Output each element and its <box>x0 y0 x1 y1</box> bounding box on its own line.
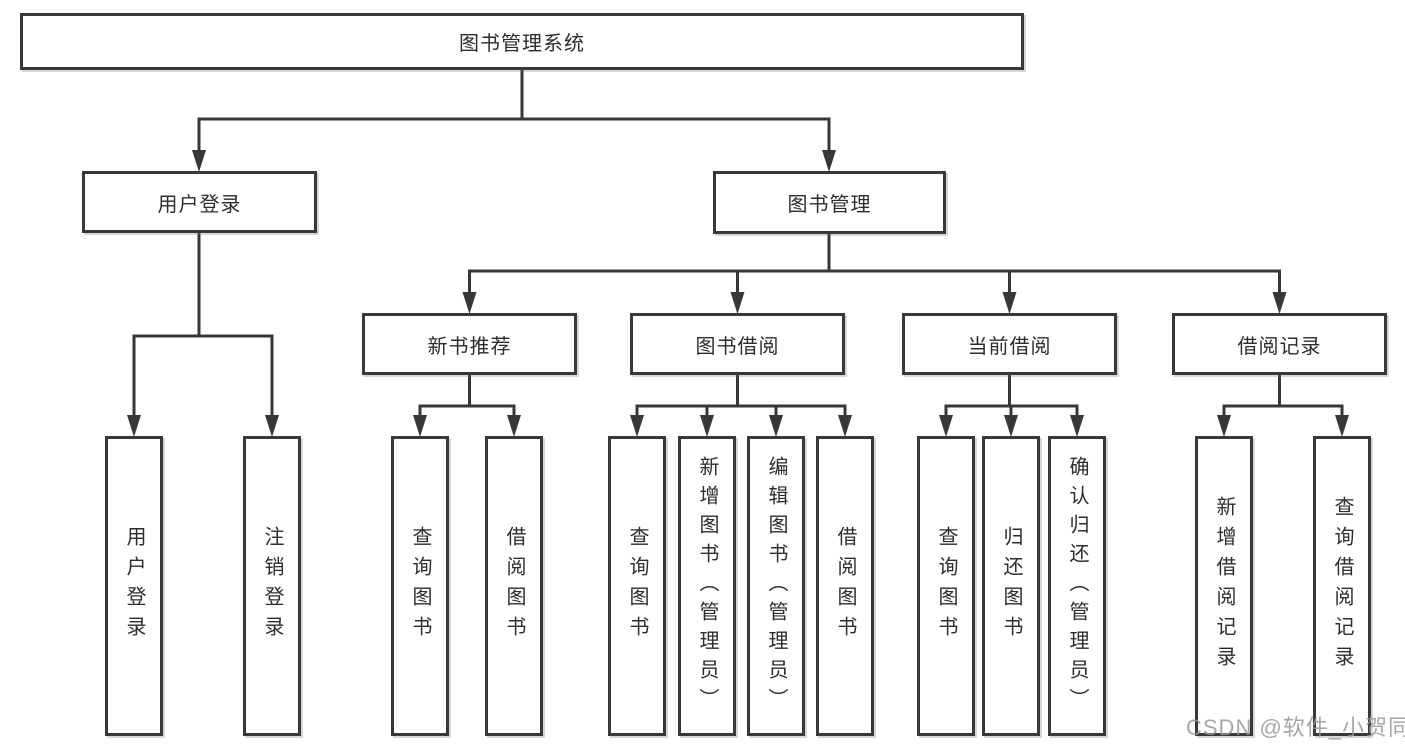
arrow-down-icon <box>1004 415 1018 437</box>
connector-book-management-to-level3 <box>468 232 1281 300</box>
arrow-down-icon <box>462 292 477 314</box>
csdn-watermark: CSDN @软件_小贺同学 <box>1186 715 1405 740</box>
arrow-down-icon <box>838 415 852 437</box>
arrow-down-icon <box>1217 415 1231 437</box>
leaf-query-books-current: 查询图书 <box>917 436 975 736</box>
leaf-add-borrowing-record: 新增借阅记录 <box>1195 436 1253 736</box>
leaf-borrow-books-recommendation: 借阅图书 <box>485 436 543 736</box>
node-book-borrowing: 图书借阅 <box>630 313 845 375</box>
leaf-edit-book-admin: 编辑图书（管理员） <box>747 436 805 736</box>
arrow-down-icon <box>700 415 714 437</box>
arrow-down-icon <box>630 415 644 437</box>
arrow-down-icon <box>1002 292 1017 314</box>
leaf-query-books-borrowing: 查询图书 <box>608 436 666 736</box>
connector-user-login-to-leaves <box>132 231 274 423</box>
arrow-down-icon <box>1070 415 1084 437</box>
leaf-user-login: 用户登录 <box>105 436 163 736</box>
arrow-down-icon <box>413 415 427 437</box>
arrow-down-icon <box>730 292 745 314</box>
connector-new-book-recommendation-to-leaves <box>418 373 516 423</box>
arrow-down-icon <box>1272 292 1287 314</box>
arrow-down-icon <box>822 150 836 172</box>
connector-borrowing-records-to-leaves <box>1222 373 1344 423</box>
leaf-query-books-recommendation: 查询图书 <box>391 436 449 736</box>
node-borrowing-records: 借阅记录 <box>1172 313 1387 375</box>
leaf-return-book: 归还图书 <box>982 436 1040 736</box>
connector-root-to-level2 <box>197 68 831 160</box>
node-book-management: 图书管理 <box>713 171 946 234</box>
node-library-management-system: 图书管理系统 <box>20 13 1024 70</box>
node-new-book-recommendation: 新书推荐 <box>362 313 577 375</box>
connector-current-borrowing-to-leaves <box>944 373 1079 423</box>
leaf-logout: 注销登录 <box>243 436 301 736</box>
leaf-confirm-return-admin: 确认归还（管理员） <box>1048 436 1106 736</box>
node-user-login: 用户登录 <box>82 171 317 233</box>
arrow-down-icon <box>1335 415 1349 437</box>
arrow-down-icon <box>769 415 783 437</box>
arrow-down-icon <box>939 415 953 437</box>
node-current-borrowing: 当前借阅 <box>902 313 1117 375</box>
arrow-down-icon <box>192 150 206 172</box>
arrow-down-icon <box>507 415 521 437</box>
arrow-down-icon <box>265 415 279 437</box>
leaf-query-borrowing-record: 查询借阅记录 <box>1313 436 1371 736</box>
leaf-borrow-books-borrowing: 借阅图书 <box>816 436 874 736</box>
connector-book-borrowing-to-leaves <box>635 373 847 423</box>
leaf-add-book-admin: 新增图书（管理员） <box>678 436 736 736</box>
arrowheads <box>127 150 1349 437</box>
arrow-down-icon <box>127 415 141 437</box>
